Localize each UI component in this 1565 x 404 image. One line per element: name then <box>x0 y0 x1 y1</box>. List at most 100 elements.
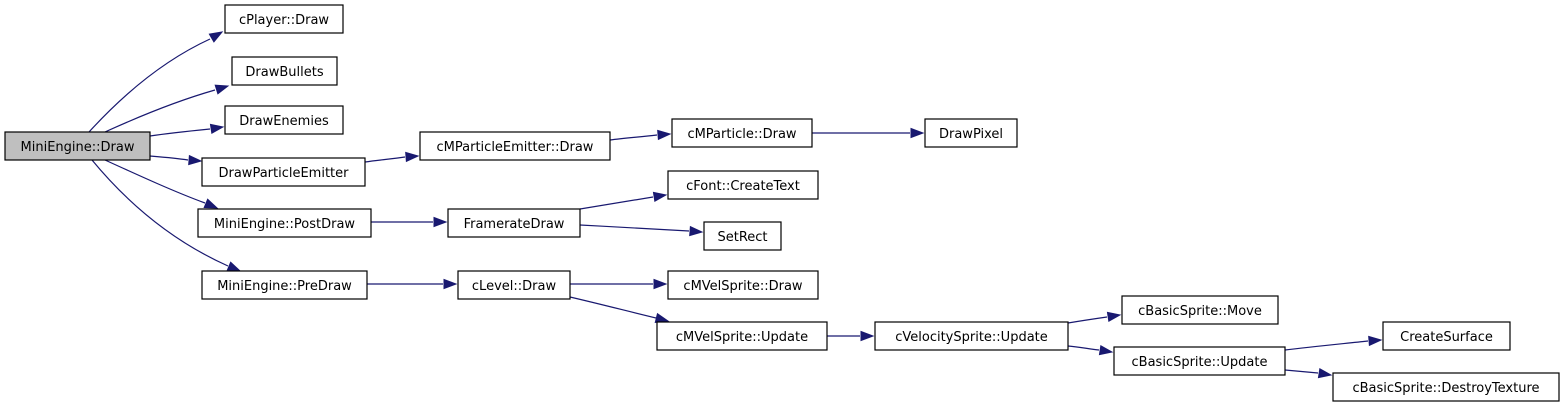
node-drawparticleemitter[interactable]: DrawParticleEmitter <box>201 157 366 187</box>
node-box <box>671 118 813 148</box>
edge-cvelocitysprite-update-to-cbasicsprite-update <box>1067 344 1114 356</box>
node-cfont-createtext[interactable]: cFont::CreateText <box>667 170 819 200</box>
edge-cbasicsprite-update-to-createsurface <box>1284 335 1383 351</box>
node-label: cMVelSprite::Draw <box>683 279 802 294</box>
node-cbasicsprite-destroytexture[interactable]: cBasicSprite::DestroyTexture <box>1332 372 1560 402</box>
edge-line <box>569 296 657 319</box>
edge-line <box>1067 345 1100 351</box>
edge-miniengine-draw-to-drawparticleemitter <box>149 154 203 166</box>
edge-line <box>104 89 216 133</box>
arrowhead-icon <box>188 154 203 166</box>
node-drawbullets[interactable]: DrawBullets <box>231 56 338 86</box>
edges-layer <box>88 31 1383 379</box>
arrowhead-icon <box>657 129 672 141</box>
node-label: cMParticleEmitter::Draw <box>437 140 594 155</box>
edge-miniengine-predraw-to-clevel-draw <box>367 278 458 290</box>
node-box <box>667 170 819 200</box>
node-box <box>447 208 581 238</box>
arrowhead-icon <box>208 31 224 43</box>
node-box <box>1113 346 1286 376</box>
node-label: cBasicSprite::Move <box>1138 304 1262 319</box>
edge-line <box>579 196 654 210</box>
node-label: cFont::CreateText <box>686 179 800 194</box>
node-miniengine-draw: MiniEngine::Draw <box>4 131 151 161</box>
node-cbasicsprite-update[interactable]: cBasicSprite::Update <box>1113 346 1286 376</box>
edge-miniengine-draw-to-drawenemies <box>149 123 225 137</box>
node-cvelocitysprite-update[interactable]: cVelocitySprite::Update <box>874 321 1069 351</box>
node-cplayer-draw[interactable]: cPlayer::Draw <box>224 4 344 34</box>
arrowhead-icon <box>443 278 458 290</box>
edge-frameratedraw-to-cfont-createtext <box>579 191 668 210</box>
edge-line <box>1284 369 1319 374</box>
node-label: DrawBullets <box>245 65 323 80</box>
arrowhead-icon <box>689 225 704 237</box>
arrowhead-icon <box>214 84 230 95</box>
node-label: CreateSurface <box>1400 330 1493 345</box>
node-label: cPlayer::Draw <box>239 13 329 28</box>
node-drawpixel[interactable]: DrawPixel <box>924 118 1018 148</box>
node-label: MiniEngine::PreDraw <box>217 279 352 294</box>
node-box <box>201 157 366 187</box>
node-cmparticle-draw[interactable]: cMParticle::Draw <box>671 118 813 148</box>
node-drawenemies[interactable]: DrawEnemies <box>224 105 344 135</box>
node-miniengine-predraw[interactable]: MiniEngine::PreDraw <box>201 270 368 300</box>
edge-cmparticle-draw-to-drawpixel <box>812 127 925 139</box>
arrowhead-icon <box>652 191 668 203</box>
node-clevel-draw[interactable]: cLevel::Draw <box>457 270 571 300</box>
edge-line <box>1284 340 1369 351</box>
node-box <box>231 56 338 86</box>
node-miniengine-postdraw[interactable]: MiniEngine::PostDraw <box>197 208 372 238</box>
node-label: DrawPixel <box>939 127 1003 142</box>
edge-frameratedraw-to-setrect <box>579 224 704 237</box>
nodes-layer: MiniEngine::Draw cPlayer::DrawDrawBullets… <box>4 4 1560 402</box>
edge-cmparticleemitter-draw-to-cmparticle-draw <box>609 129 672 141</box>
node-label: cMParticle::Draw <box>687 127 796 142</box>
node-label: cVelocitySprite::Update <box>895 330 1048 345</box>
node-setrect[interactable]: SetRect <box>703 221 782 251</box>
edge-line <box>149 155 189 161</box>
node-cmvelsprite-draw[interactable]: cMVelSprite::Draw <box>667 270 819 300</box>
edge-miniengine-postdraw-to-frameratedraw <box>371 216 448 228</box>
arrowhead-icon <box>910 127 925 139</box>
node-box <box>667 270 819 300</box>
node-box <box>197 208 372 238</box>
node-label: DrawParticleEmitter <box>218 166 349 181</box>
node-box <box>1332 372 1560 402</box>
node-cmparticleemitter-draw[interactable]: cMParticleEmitter::Draw <box>419 131 611 161</box>
node-box <box>874 321 1069 351</box>
arrowhead-icon <box>226 261 242 272</box>
arrowhead-icon <box>860 330 875 342</box>
node-label: cMVelSprite::Update <box>676 330 808 345</box>
arrowhead-icon <box>203 198 219 209</box>
node-frameratedraw[interactable]: FramerateDraw <box>447 208 581 238</box>
node-box <box>419 131 611 161</box>
edge-cvelocitysprite-update-to-cbasicsprite-move <box>1067 311 1122 324</box>
edge-line <box>1067 316 1108 324</box>
node-box <box>703 221 782 251</box>
edge-miniengine-draw-to-drawbullets <box>104 84 230 133</box>
edge-miniengine-draw-to-cplayer-draw <box>88 31 224 133</box>
arrowhead-icon <box>654 312 670 324</box>
edge-drawparticleemitter-to-cmparticleemitter-draw <box>364 151 420 163</box>
node-label: FramerateDraw <box>464 217 565 232</box>
node-label: cLevel::Draw <box>472 279 557 294</box>
node-cmvelsprite-update[interactable]: cMVelSprite::Update <box>656 321 828 351</box>
edge-line <box>609 134 658 141</box>
edge-line <box>579 224 690 232</box>
edge-clevel-draw-to-cmvelsprite-draw <box>570 278 668 290</box>
edge-line <box>149 128 211 137</box>
node-cbasicsprite-move[interactable]: cBasicSprite::Move <box>1121 295 1279 325</box>
arrowhead-icon <box>653 278 668 290</box>
edge-cbasicsprite-update-to-cbasicsprite-destroytexture <box>1284 367 1333 379</box>
node-box <box>224 4 344 34</box>
node-createsurface[interactable]: CreateSurface <box>1382 321 1511 351</box>
node-box <box>656 321 828 351</box>
node-label: cBasicSprite::Update <box>1132 355 1268 370</box>
node-label: cBasicSprite::DestroyTexture <box>1352 381 1539 396</box>
arrowhead-icon <box>1098 344 1114 356</box>
edge-line <box>104 159 206 204</box>
node-box <box>224 105 344 135</box>
node-box <box>1121 295 1279 325</box>
edge-line <box>88 38 211 133</box>
